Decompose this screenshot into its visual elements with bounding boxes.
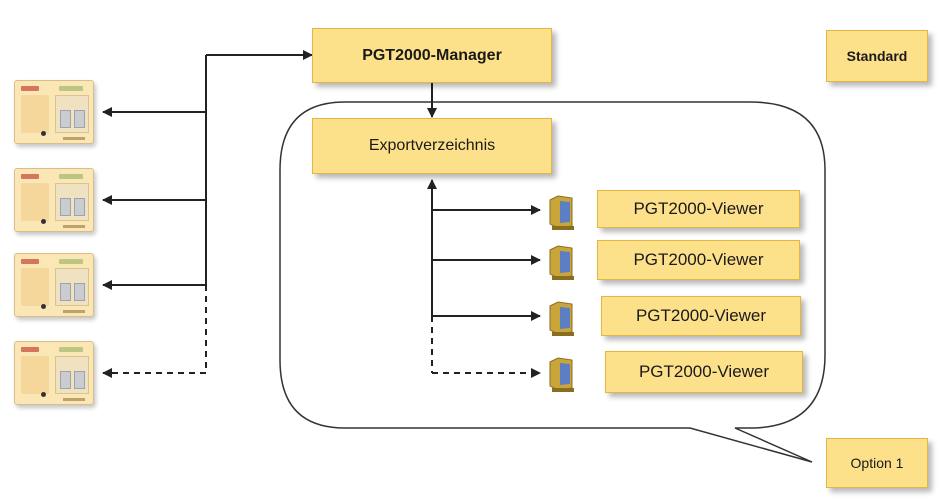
monitor-icon — [549, 357, 574, 392]
controller-device-icon — [14, 168, 94, 232]
manager-node: PGT2000-Manager — [312, 28, 552, 83]
controller-device-icon — [14, 80, 94, 144]
standard-node: Standard — [826, 30, 928, 82]
monitor-icon — [549, 245, 574, 280]
monitor-icon — [549, 301, 574, 336]
viewer-node: PGT2000-Viewer — [605, 351, 803, 393]
option-node: Option 1 — [826, 438, 928, 488]
viewer-node: PGT2000-Viewer — [597, 190, 800, 228]
controller-device-icon — [14, 253, 94, 317]
controller-device-icon — [14, 341, 94, 405]
viewer-node: PGT2000-Viewer — [601, 296, 801, 336]
monitor-icon — [549, 195, 574, 230]
viewer-node: PGT2000-Viewer — [597, 240, 800, 280]
export-node: Exportverzeichnis — [312, 118, 552, 174]
